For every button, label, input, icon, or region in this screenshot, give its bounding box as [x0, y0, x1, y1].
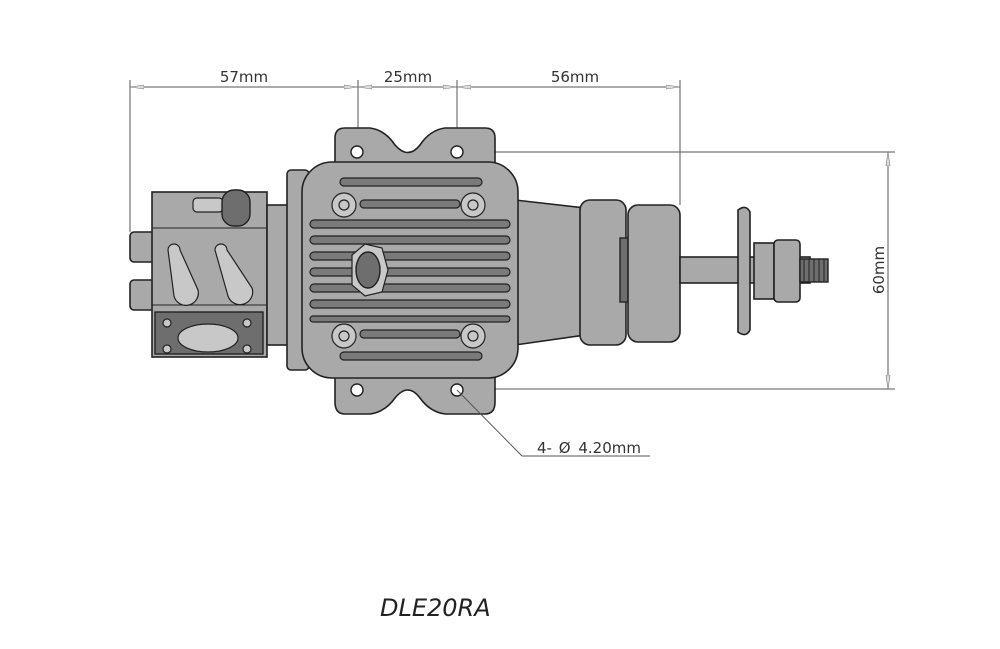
engine-illustration [129, 127, 829, 415]
dimension-line-57: 57mm [130, 68, 358, 87]
dimension-57mm: 57mm [220, 68, 268, 86]
extension-lines [129, 80, 895, 390]
dimension-25mm: 25mm [384, 68, 432, 86]
hole-count: 4- [537, 439, 552, 457]
dimension-line-25: 25mm [358, 68, 457, 87]
dimension-line-60: 60mm [870, 152, 888, 389]
svg-text:4- Ø 4.20mm: 4- Ø 4.20mm [537, 439, 641, 457]
model-title: DLE20RA [380, 594, 491, 622]
dimension-56mm: 56mm [551, 68, 599, 86]
dimension-60mm: 60mm [870, 246, 888, 294]
hole-callout: 4- Ø 4.20mm [456, 389, 650, 457]
diameter-symbol: Ø [559, 439, 571, 457]
dimension-line-56: 56mm [457, 68, 680, 87]
hole-diameter: 4.20mm [578, 439, 641, 457]
